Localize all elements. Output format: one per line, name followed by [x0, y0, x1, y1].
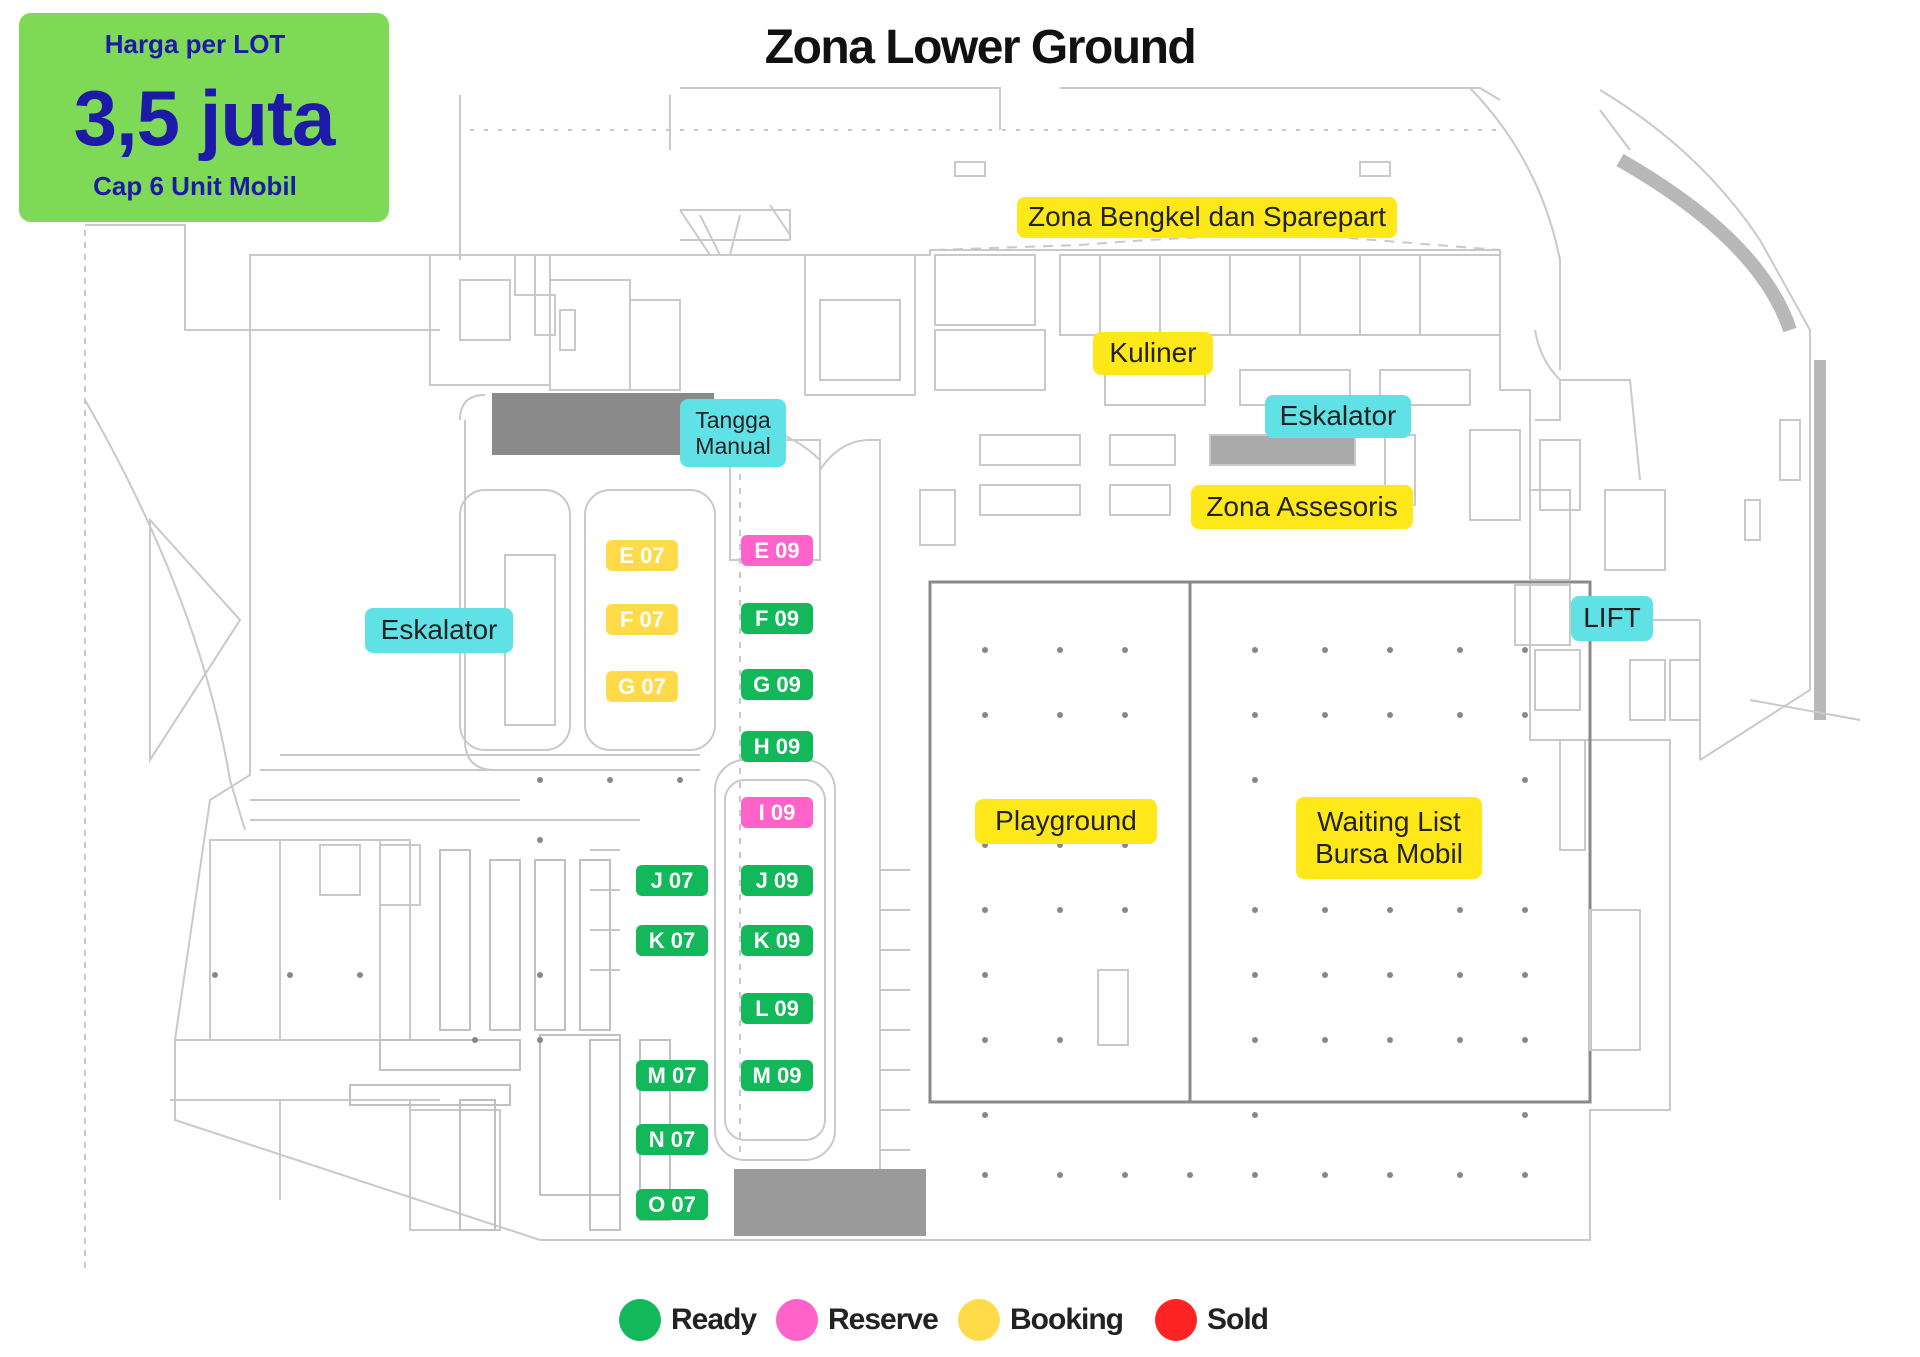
- legend-label: Ready: [671, 1303, 757, 1336]
- lot-k07[interactable]: K 07: [636, 925, 708, 956]
- price-value: 3,5 juta: [73, 74, 336, 162]
- capacity-label: Cap 6 Unit Mobil: [93, 171, 297, 201]
- zone-label-assesoris: Zona Assesoris: [1191, 485, 1413, 529]
- lot-o07[interactable]: O 07: [636, 1189, 708, 1220]
- ready-dot-icon: [619, 1299, 661, 1341]
- reserve-dot-icon: [776, 1299, 818, 1341]
- lot-e09[interactable]: E 09: [741, 535, 813, 566]
- lot-f07[interactable]: F 07: [606, 604, 678, 635]
- price-box: Harga per LOT 3,5 juta Cap 6 Unit Mobil: [19, 13, 389, 222]
- lot-h09[interactable]: H 09: [741, 731, 813, 762]
- legend-item-ready: Ready: [619, 1296, 757, 1344]
- lot-m09[interactable]: M 09: [741, 1060, 813, 1091]
- lot-g09[interactable]: G 09: [741, 669, 813, 700]
- zone-label-playground: Playground: [975, 799, 1157, 844]
- legend-item-booking: Booking: [958, 1296, 1124, 1344]
- zone-label-tangga-manual: Tangga Manual: [680, 399, 786, 467]
- lot-f09[interactable]: F 09: [741, 603, 813, 634]
- lot-g07[interactable]: G 07: [606, 671, 678, 702]
- legend-label: Sold: [1207, 1303, 1269, 1336]
- lot-e07[interactable]: E 07: [606, 540, 678, 571]
- zone-label-kuliner: Kuliner: [1093, 332, 1213, 375]
- legend-item-sold: Sold: [1155, 1296, 1269, 1344]
- legend-label: Reserve: [828, 1303, 939, 1336]
- page-title: Zona Lower Ground: [764, 21, 1197, 74]
- booking-dot-icon: [958, 1299, 1000, 1341]
- lot-k09[interactable]: K 09: [741, 925, 813, 956]
- lot-i09[interactable]: I 09: [741, 797, 813, 828]
- zone-label-lift: LIFT: [1571, 596, 1653, 641]
- status-legend: Ready Reserve Booking Sold: [0, 1296, 1920, 1344]
- zone-label-eskalator-top: Eskalator: [1265, 395, 1411, 438]
- lot-n07[interactable]: N 07: [636, 1124, 708, 1155]
- price-label: Harga per LOT: [104, 29, 286, 59]
- zone-label-waiting-list: Waiting List Bursa Mobil: [1296, 797, 1482, 879]
- zone-label-eskalator-left: Eskalator: [365, 608, 513, 653]
- zone-label-bengkel: Zona Bengkel dan Sparepart: [1017, 197, 1397, 238]
- legend-item-reserve: Reserve: [776, 1296, 939, 1344]
- lot-j09[interactable]: J 09: [741, 865, 813, 896]
- lot-m07[interactable]: M 07: [636, 1060, 708, 1091]
- lot-j07[interactable]: J 07: [636, 865, 708, 896]
- sold-dot-icon: [1155, 1299, 1197, 1341]
- legend-label: Booking: [1010, 1303, 1124, 1336]
- lot-l09[interactable]: L 09: [741, 993, 813, 1024]
